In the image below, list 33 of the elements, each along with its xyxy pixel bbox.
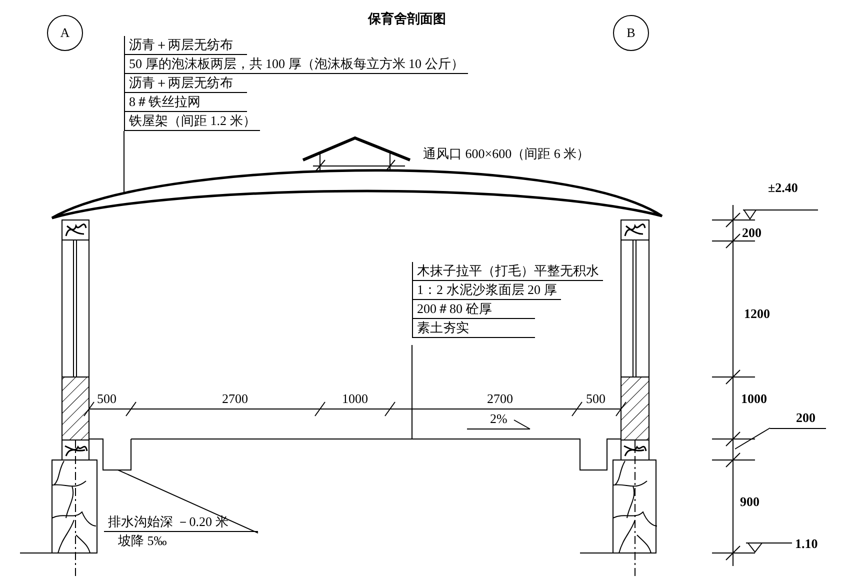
dimension-label: 2700 — [487, 391, 513, 407]
dimension-label: 500 — [586, 391, 606, 407]
callout-text: 铁屋架（间距 1.2 米） — [125, 112, 260, 131]
drain-trench-drawing — [88, 438, 132, 470]
diagram-title: 保育舍剖面图 — [368, 10, 446, 28]
dimension-label: 200 — [770, 409, 826, 429]
roof-drawing — [50, 169, 664, 220]
leader-line — [734, 428, 770, 450]
callout-text: 沥青＋两层无纺布 — [125, 36, 247, 55]
dimension-label: 200 — [742, 225, 762, 241]
dimension-label: 2700 — [222, 391, 248, 407]
callout-text: 50 厚的泡沫板两层，共 100 厚（泡沫板每立方米 10 公斤） — [125, 55, 468, 74]
slope-label: 2% — [490, 411, 508, 427]
axis-label: A — [47, 15, 83, 51]
level-label: 1.10 — [795, 536, 818, 552]
callout-text: 排水沟始深 －0.20 米 — [104, 513, 258, 532]
callout-text: 1：2 水泥沙浆面层 20 厚 — [413, 281, 561, 300]
dimension-label: 1000 — [342, 391, 368, 407]
vent-label: 通风口 600×600（间距 6 米） — [423, 146, 590, 162]
callout-text: 8＃铁丝拉网 — [125, 93, 247, 112]
dimension-label: 900 — [740, 494, 760, 510]
dimension-label: 1000 — [741, 391, 767, 407]
callout-text: 素土夯实 — [413, 319, 535, 338]
dimension-label: 1200 — [744, 306, 770, 322]
callout-text: 200＃80 砼厚 — [413, 300, 535, 319]
axis-label: B — [613, 15, 649, 51]
callout-text: 沥青＋两层无纺布 — [125, 74, 247, 93]
leader-line — [118, 470, 258, 534]
level-label: ±2.40 — [768, 180, 798, 196]
floor-slab-drawing — [130, 438, 622, 470]
callout-text: 坡降 5‰ — [117, 532, 168, 550]
callout-text: 木抹子拉平（打毛）平整无积水 — [413, 262, 603, 281]
dimension-label: 500 — [97, 391, 116, 407]
